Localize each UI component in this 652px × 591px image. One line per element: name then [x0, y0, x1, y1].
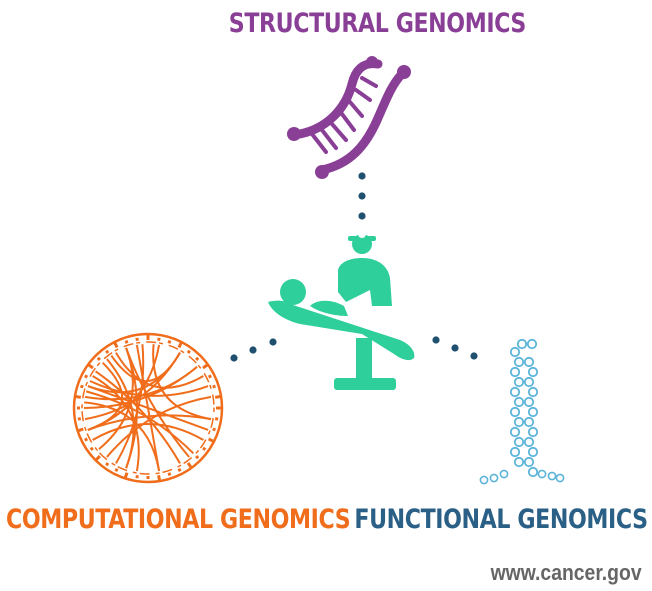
hairpin-bead — [527, 386, 539, 398]
connector-dot — [249, 346, 257, 354]
connector-dot — [358, 212, 366, 220]
hairpin-bead — [523, 376, 535, 388]
hairpin-tail-bead — [547, 471, 557, 481]
hairpin-tail-bead — [537, 469, 547, 479]
hairpin-bead — [523, 456, 535, 468]
hairpin-bead — [523, 356, 535, 368]
connector-dot — [470, 352, 478, 360]
dna-helix-icon — [287, 56, 411, 179]
hairpin-bead — [527, 366, 539, 378]
hairpin-tail-bead — [555, 473, 565, 483]
hairpin-bead — [523, 436, 535, 448]
hairpin-bead — [509, 386, 521, 398]
connector-dot — [358, 192, 366, 200]
hairpin-bead — [509, 446, 521, 458]
hairpin-bead — [516, 338, 528, 350]
hairpin-bead — [509, 426, 521, 438]
connector-dot — [230, 354, 238, 362]
computational-genomics-label: COMPUTATIONAL GENOMICS — [6, 504, 351, 535]
connector-dots-left — [230, 338, 277, 362]
connector-dots-right — [432, 336, 478, 360]
hairpin-bead — [509, 366, 521, 378]
circos-plot-icon — [72, 332, 224, 484]
doctor-patient-icon — [268, 230, 415, 390]
hairpin-bead — [513, 376, 525, 388]
functional-genomics-label: FUNCTIONAL GENOMICS — [354, 504, 649, 535]
hairpin-bead — [523, 396, 535, 408]
hairpin-bead — [513, 436, 525, 448]
hairpin-bead — [527, 466, 539, 478]
hairpin-bead — [527, 426, 539, 438]
hairpin-bead — [526, 338, 538, 350]
hairpin-bead — [523, 416, 535, 428]
connector-dot — [432, 336, 440, 344]
hairpin-tail-bead — [479, 475, 489, 485]
hairpin-bead — [527, 406, 539, 418]
connector-dot — [451, 344, 459, 352]
hairpin-tail-bead — [489, 473, 499, 483]
hairpin-tail-bead — [499, 469, 509, 479]
hairpin-bead — [527, 446, 539, 458]
hairpin-bead — [513, 416, 525, 428]
website-url: www.cancer.gov — [490, 560, 642, 585]
connector-dots-top — [358, 172, 366, 220]
hairpin-bead — [513, 456, 525, 468]
hairpin-bead — [509, 406, 521, 418]
structural-genomics-label: STRUCTURAL GENOMICS — [228, 8, 527, 39]
hairpin-bead — [513, 396, 525, 408]
hairpin-bead — [509, 346, 521, 358]
connector-dot — [358, 172, 366, 180]
hairpin-bead — [513, 356, 525, 368]
connector-dot — [269, 338, 277, 346]
protein-hairpin-icon — [479, 338, 565, 485]
